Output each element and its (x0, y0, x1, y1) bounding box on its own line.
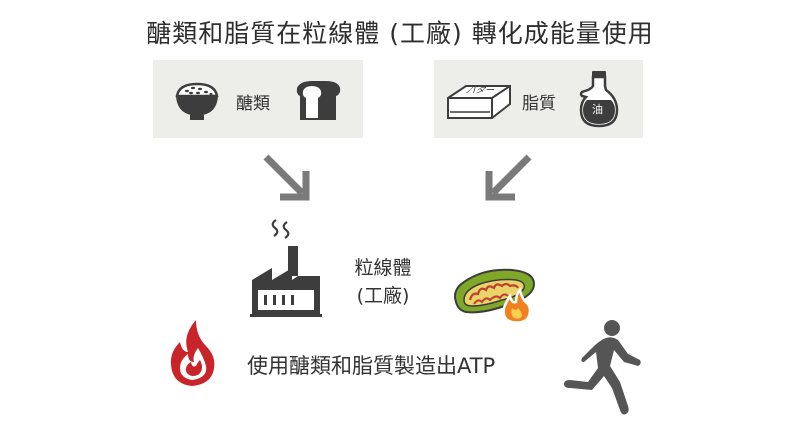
oil-bottle-icon (579, 71, 619, 128)
carbohydrate-label: 醣類 (236, 94, 270, 114)
page-title: 醣類和脂質在粒線體 (工廠) 轉化成能量使用 (146, 19, 654, 48)
rice-bowl-icon (175, 82, 219, 120)
runner-icon (564, 320, 641, 415)
mitochondria-label-line2: (工廠) (356, 285, 410, 307)
factory-icon (250, 219, 322, 317)
oil-bottle-text: 油 (592, 103, 603, 116)
atp-description: 使用醣類和脂質製造出ATP (247, 354, 496, 378)
flame-icon (170, 320, 215, 386)
mitochondrion-icon (454, 268, 536, 324)
arrow-down-right-icon (263, 154, 310, 201)
arrow-down-left-icon (485, 154, 532, 201)
mitochondria-label-line1: 粒線體 (354, 257, 412, 279)
butter-icon (447, 85, 511, 119)
fat-label: 脂質 (522, 94, 556, 114)
bread-icon (296, 81, 341, 120)
mitochondria-label: 粒線體 (工廠) (343, 254, 423, 310)
